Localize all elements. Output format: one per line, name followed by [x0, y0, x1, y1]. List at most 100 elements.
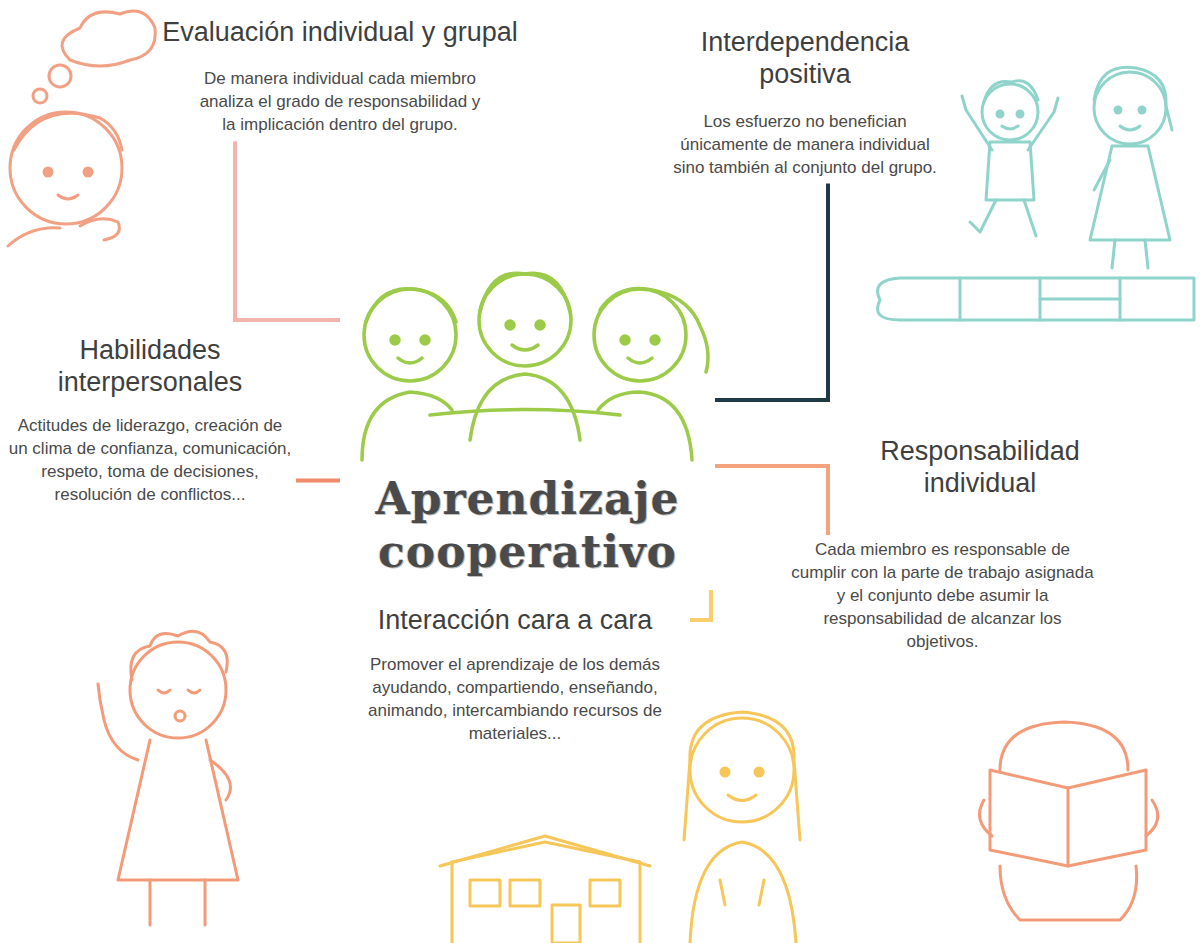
concept-text: De manera individual cada miembro analiz…: [195, 68, 485, 137]
leg: [970, 200, 996, 232]
eye: [44, 168, 52, 176]
shoulder: [8, 228, 60, 246]
concept-block: Responsabilidad individualCada miembro e…: [785, 535, 1100, 658]
smile: [512, 345, 538, 350]
body: [986, 142, 1034, 200]
hopscotch: [960, 278, 1040, 320]
central-title: Aprendizaje cooperativo: [344, 473, 711, 579]
dress: [118, 740, 238, 880]
ponytail: [600, 289, 708, 372]
thought-bubble: [33, 89, 47, 103]
arms: [430, 410, 620, 416]
connector-line: [715, 466, 828, 535]
leg: [1024, 200, 1036, 236]
eye: [506, 321, 514, 329]
body: [470, 374, 580, 440]
school-girl: [440, 712, 800, 943]
eye: [621, 336, 629, 344]
thought-cloud: [62, 11, 155, 66]
concept-text: Los esfuerzo no benefician únicamente de…: [665, 111, 945, 180]
connector-line: [235, 141, 340, 320]
playing-kids: [878, 67, 1195, 320]
leg: [1145, 240, 1148, 268]
eye: [391, 336, 399, 344]
hair: [14, 113, 122, 150]
head: [1094, 72, 1166, 144]
concept-text: Actitudes de liderazgo, creación de un c…: [8, 415, 292, 507]
head: [10, 112, 122, 224]
concept-block: Evaluación individual y grupal De manera …: [150, 12, 530, 141]
head: [364, 289, 456, 381]
eye: [421, 336, 429, 344]
hair: [480, 273, 570, 312]
arm: [1094, 160, 1110, 190]
smile: [58, 195, 78, 199]
hand: [1146, 800, 1158, 836]
concept-heading: Responsabilidad individual: [860, 435, 1100, 500]
concept-heading: Interdependencia positiva: [654, 26, 956, 91]
hair: [1094, 67, 1172, 130]
head: [130, 642, 226, 738]
concept-text: Cada miembro es responsable de cumplir c…: [789, 539, 1096, 654]
reading-boy: [980, 722, 1158, 920]
concept-heading: Evaluación individual y grupal: [154, 16, 526, 48]
smile: [398, 358, 422, 363]
hand: [759, 880, 764, 905]
eye: [997, 111, 1003, 117]
concept-text: Promover el aprendizaje de los demás ayu…: [365, 654, 665, 746]
smile: [1120, 126, 1140, 130]
hopscotch: [1040, 298, 1120, 301]
eye: [1139, 107, 1145, 113]
arm: [210, 760, 230, 800]
shoulder: [598, 392, 692, 460]
window: [470, 880, 500, 906]
eye: [1017, 111, 1023, 117]
eye: [158, 690, 170, 693]
hair: [984, 81, 1038, 102]
hand: [720, 880, 725, 905]
smile: [728, 795, 756, 801]
smile: [628, 358, 652, 363]
window: [510, 880, 540, 906]
head: [982, 84, 1038, 140]
leg: [1112, 240, 1115, 268]
concept-heading: Interacción cara a cara: [344, 604, 686, 636]
hopscotch: [1040, 278, 1120, 320]
leg: [204, 880, 207, 925]
eye: [755, 768, 763, 776]
thinking-girl: [8, 11, 155, 246]
arm: [98, 684, 138, 760]
book-spine: [1067, 788, 1070, 866]
arm: [962, 96, 992, 150]
eye: [84, 168, 92, 176]
eye: [1115, 107, 1121, 113]
hair: [131, 631, 227, 680]
hair: [690, 712, 800, 840]
smile: [1002, 126, 1018, 129]
leg: [149, 880, 152, 925]
connector-line: [715, 184, 828, 400]
concept-block: Interdependencia positivaLos esfuerzo no…: [650, 22, 960, 184]
school-roof: [440, 836, 650, 866]
eye: [721, 768, 729, 776]
connector-line: [690, 590, 711, 620]
head: [479, 274, 571, 366]
connector-line: [296, 479, 340, 483]
concept-block: Habilidades interpersonalesActitudes de …: [4, 330, 296, 511]
head: [690, 718, 794, 822]
body: [1000, 866, 1137, 920]
eye: [651, 336, 659, 344]
talking-girl: [98, 631, 238, 925]
door: [552, 905, 580, 943]
hand: [980, 800, 993, 836]
arm: [1028, 98, 1058, 150]
concept-block: Interacción cara a caraPromover el apren…: [340, 600, 690, 750]
hand: [80, 219, 119, 240]
hair: [366, 289, 456, 322]
mouth: [175, 711, 185, 721]
body: [690, 842, 796, 943]
book: [990, 770, 1146, 866]
hair: [1000, 722, 1128, 770]
dress: [1090, 146, 1170, 240]
